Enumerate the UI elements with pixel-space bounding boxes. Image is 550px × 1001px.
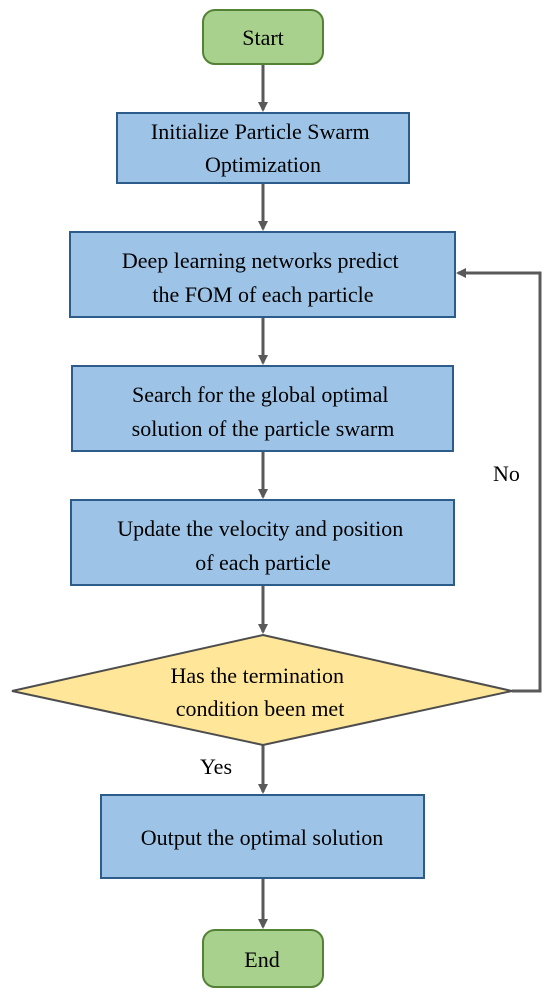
search-label-line-2: solution of the particle swarm bbox=[132, 416, 395, 441]
decision-label-line-1: Has the termination bbox=[170, 663, 344, 688]
svg-text:Has the termination cond: Has the termination condition been met bbox=[170, 663, 349, 721]
update-shape bbox=[70, 499, 455, 586]
yes-label: Yes bbox=[200, 754, 232, 779]
svg-text:Deep learning networks predict: Deep learning networks predict the FOM o… bbox=[122, 248, 404, 307]
update-node: Update the velocity and position of each… bbox=[70, 499, 455, 586]
decision-shape bbox=[11, 633, 513, 747]
start-label: Start bbox=[242, 25, 284, 50]
decision-label-line-2: condition been met bbox=[176, 696, 345, 721]
svg-text:Update the velocity and positi: Update the velocity and position of each… bbox=[117, 516, 408, 575]
end-node: End bbox=[202, 929, 324, 988]
update-label-line-1: Update the velocity and position bbox=[117, 516, 403, 541]
search-shape bbox=[71, 365, 454, 452]
svg-text:Output the optimal solution: Output the optimal solution bbox=[141, 825, 384, 850]
output-node: Output the optimal solution bbox=[100, 794, 425, 879]
connectors bbox=[258, 64, 542, 929]
svg-text:Search for the global optimal: Search for the global optimal solution o… bbox=[132, 382, 395, 441]
init-label-line-2: Optimization bbox=[205, 152, 321, 177]
output-label: Output the optimal solution bbox=[141, 825, 384, 850]
start-shape bbox=[202, 9, 324, 65]
update-label-line-2: of each particle bbox=[195, 550, 331, 575]
end-label: End bbox=[244, 947, 279, 972]
arrow-no-loop bbox=[456, 268, 542, 693]
start-node: Start bbox=[202, 9, 324, 65]
svg-text:Start: Start bbox=[242, 25, 284, 50]
init-shape bbox=[116, 112, 410, 184]
search-node: Search for the global optimal solution o… bbox=[71, 365, 454, 452]
svg-text:Initialize Particle Swarm: Initialize Particle Swarm Optimization bbox=[151, 119, 375, 177]
svg-text:End: End bbox=[244, 947, 279, 972]
no-label: No bbox=[493, 461, 520, 486]
predict-node: Deep learning networks predict the FOM o… bbox=[69, 231, 456, 318]
decision-node: Has the termination condition been met bbox=[11, 633, 513, 747]
init-node: Initialize Particle Swarm Optimization bbox=[116, 112, 410, 184]
search-label-line-1: Search for the global optimal bbox=[132, 382, 389, 407]
init-label-line-1: Initialize Particle Swarm bbox=[151, 119, 370, 144]
end-shape bbox=[202, 929, 324, 988]
predict-shape bbox=[69, 231, 456, 318]
output-shape bbox=[100, 794, 425, 879]
predict-label-line-1: Deep learning networks predict bbox=[122, 248, 399, 273]
predict-label-line-2: the FOM of each particle bbox=[152, 282, 373, 307]
